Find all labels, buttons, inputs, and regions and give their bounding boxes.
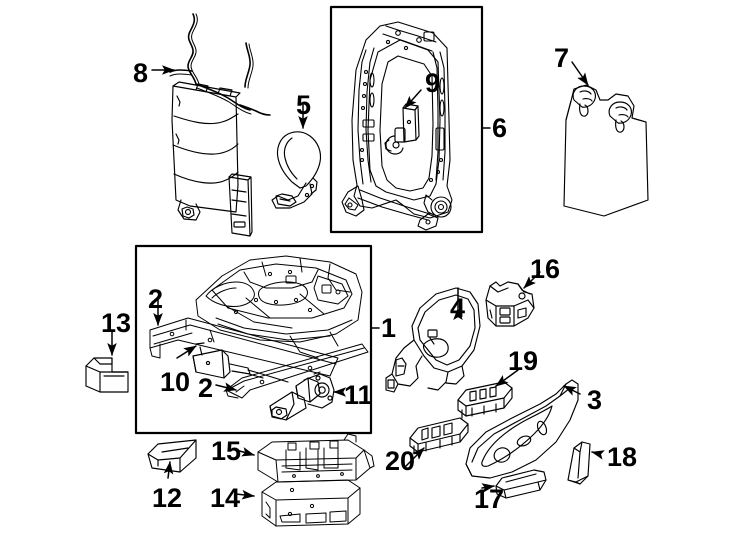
seat-back-frame-box bbox=[329, 5, 484, 234]
leader-19 bbox=[495, 369, 519, 387]
part-seat-back-frame bbox=[341, 21, 453, 231]
callout-label-12: 12 bbox=[152, 483, 183, 513]
callout-label-1: 1 bbox=[381, 313, 397, 343]
callout-label-15: 15 bbox=[211, 436, 242, 466]
part-power-seat-relay bbox=[485, 281, 535, 327]
part-seat-adjust-switch bbox=[409, 417, 469, 455]
leader-12 bbox=[163, 461, 174, 479]
leader-15 bbox=[235, 447, 255, 457]
callout-label-9: 9 bbox=[425, 68, 441, 98]
part-recliner-bracket bbox=[271, 131, 322, 209]
callout-label-5: 5 bbox=[296, 90, 312, 120]
part-seat-adjuster-motor bbox=[192, 342, 289, 383]
part-seat-control-module bbox=[261, 479, 361, 527]
callout-label-13: 13 bbox=[101, 308, 132, 338]
part-seat-side-trim-cover bbox=[465, 379, 579, 479]
part-seat-back-panel-board bbox=[563, 84, 649, 217]
leader-14 bbox=[235, 489, 255, 500]
part-seat-back-cushion-wire bbox=[169, 13, 271, 237]
callout-label-7: 7 bbox=[554, 43, 570, 73]
callout-label-18: 18 bbox=[607, 442, 638, 472]
callout-label-2a: 2 bbox=[148, 284, 164, 314]
callout-label-11: 11 bbox=[344, 380, 373, 410]
callout-label-20: 20 bbox=[385, 446, 416, 476]
callout-label-4: 4 bbox=[450, 293, 466, 323]
part-trim-cap-small bbox=[495, 469, 547, 499]
part-lumbar-switch bbox=[457, 381, 513, 419]
callout-label-8: 8 bbox=[133, 58, 149, 88]
part-track-cover-cap bbox=[85, 357, 129, 393]
callout-label-10: 10 bbox=[160, 367, 191, 397]
leader-16 bbox=[523, 271, 541, 289]
leader-10 bbox=[176, 345, 197, 359]
part-control-module-bracket bbox=[257, 433, 375, 483]
part-seat-track-frame-assembly bbox=[149, 255, 369, 399]
leader-18 bbox=[591, 450, 605, 460]
callout-label-14: 14 bbox=[210, 483, 241, 513]
leader-2b bbox=[215, 382, 237, 392]
leader-7 bbox=[571, 61, 589, 86]
callout-label-3: 3 bbox=[587, 385, 603, 415]
callout-label-17: 17 bbox=[474, 484, 505, 514]
part-seat-side-shield-inner bbox=[385, 287, 481, 393]
leader-20 bbox=[403, 447, 425, 469]
part-track-end-cap bbox=[147, 439, 197, 473]
leader-3 bbox=[563, 385, 581, 396]
leader-17 bbox=[481, 483, 495, 493]
callout-label-19: 19 bbox=[508, 346, 539, 376]
callout-label-6: 6 bbox=[492, 113, 508, 143]
leader-9 bbox=[404, 89, 422, 109]
callout-label-2b: 2 bbox=[198, 373, 214, 403]
callout-label-16: 16 bbox=[530, 254, 561, 284]
part-trim-cap-wedge bbox=[567, 441, 591, 485]
